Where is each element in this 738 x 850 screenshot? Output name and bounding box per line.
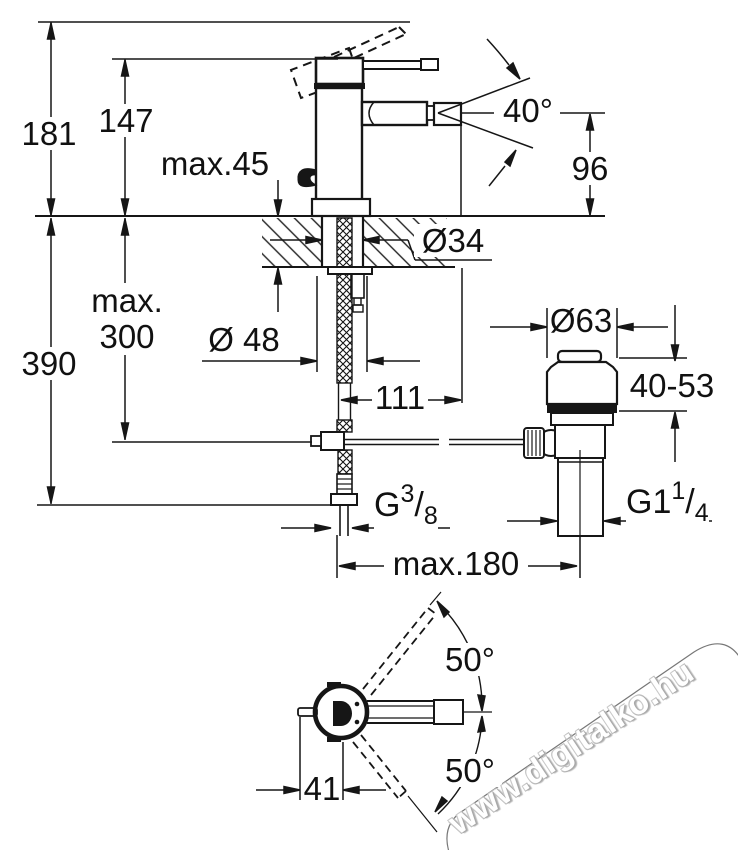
knurled-knob: [523, 427, 545, 459]
handle-swivel-dashed: [352, 607, 437, 799]
dim-label-41: 41: [303, 770, 341, 807]
dim-label-dia63: Ø63: [548, 302, 614, 339]
dim-label-147: 147: [96, 104, 156, 137]
dim-label-max300: max. 300: [90, 283, 164, 355]
dim-label-max45: max.45: [150, 147, 280, 180]
dim-label-g38: G3/8: [374, 482, 438, 529]
dim-label-g114: G11/4: [626, 479, 709, 526]
dim-label-50deg-top: 50°: [438, 643, 502, 676]
dim-label-max180: max.180: [384, 547, 528, 580]
g114-base: G1: [626, 483, 672, 521]
dim-label-max300-line2: 300: [99, 318, 155, 355]
dim-label-max300-line1: max.: [91, 282, 163, 319]
deck-cross-section: [35, 215, 605, 268]
dim-label-40-53: 40-53: [620, 369, 724, 402]
handle-top: [367, 699, 464, 725]
seal-ring: [547, 404, 617, 413]
faucet-top-view: [297, 591, 492, 833]
dim-label-111: 111: [372, 381, 428, 414]
g38-sup: 3: [400, 480, 415, 508]
dim-label-390: 390: [18, 347, 80, 380]
shank-and-supply-hoses: [310, 216, 373, 536]
spout-stub-top: [297, 707, 318, 717]
spout-top: [333, 701, 352, 726]
g38-base: G: [374, 486, 401, 524]
g114-slash: /: [685, 483, 695, 521]
g38-slash: /: [414, 486, 424, 524]
dim-label-181: 181: [18, 117, 80, 150]
g114-sup: 1: [671, 477, 686, 505]
dim-label-dia48: Ø 48: [198, 323, 290, 356]
g114-sub: 4: [694, 499, 709, 527]
pop-up-rod: [344, 438, 524, 446]
g38-sub: 8: [423, 502, 438, 530]
faucet-side-view: [297, 56, 463, 218]
dim-label-96: 96: [566, 152, 614, 185]
push-cap: [556, 349, 603, 364]
watermark-capsule-outline: [446, 643, 738, 850]
pop-up-waste-assembly: [344, 349, 619, 537]
pop-up-rod-hook: [297, 168, 318, 188]
dim-label-dia34: Ø34: [414, 224, 492, 257]
dim-label-50deg-bottom: 50°: [438, 754, 502, 787]
dim-label-40deg: 40°: [496, 94, 560, 127]
